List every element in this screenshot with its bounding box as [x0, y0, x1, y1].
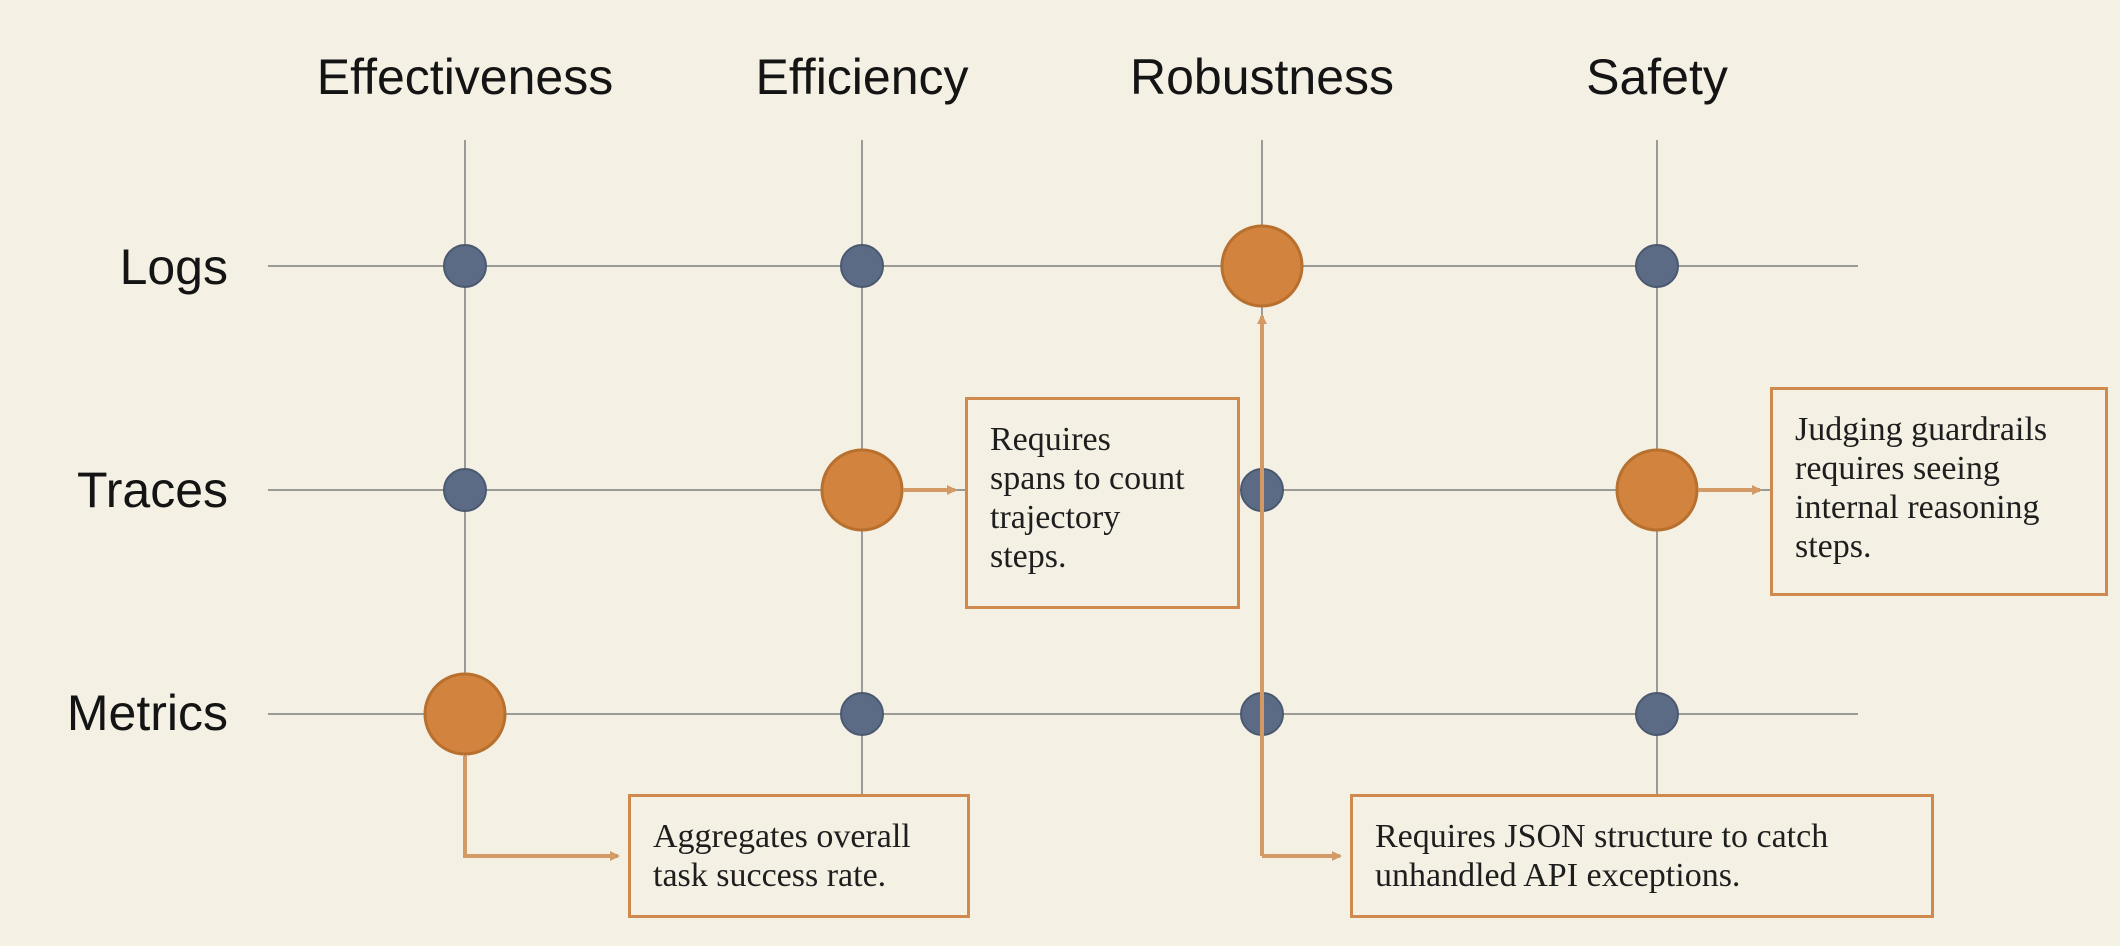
column-label-safety: Safety	[1586, 49, 1728, 105]
note-robustness: Requires JSON structure to catch unhandl…	[1350, 794, 1934, 918]
node-metrics-safety	[1635, 692, 1679, 736]
highlight-node-logs-robustness	[1220, 224, 1304, 308]
node-logs-effectiveness	[443, 244, 487, 288]
note-safety: Judging guardrails requires seeing inter…	[1770, 387, 2108, 596]
column-label-efficiency: Efficiency	[755, 49, 969, 105]
row-label-traces: Traces	[77, 462, 228, 518]
arrow-effectiveness	[463, 756, 620, 861]
column-label-robustness: Robustness	[1129, 49, 1395, 105]
node-metrics-efficiency	[840, 692, 884, 736]
node-logs-safety	[1635, 244, 1679, 288]
highlight-node-metrics-effectiveness	[423, 672, 507, 756]
note-effectiveness: Aggregates overall task success rate.	[628, 794, 970, 918]
highlight-node-traces-efficiency	[820, 448, 904, 532]
column-label-effectiveness: Effectiveness	[316, 49, 614, 105]
highlight-node-traces-safety	[1615, 448, 1699, 532]
note-efficiency: Requires spans to count trajectory steps…	[965, 397, 1240, 609]
node-traces-effectiveness	[443, 468, 487, 512]
row-label-logs: Logs	[119, 239, 228, 295]
node-logs-efficiency	[840, 244, 884, 288]
row-label-metrics: Metrics	[66, 685, 228, 741]
